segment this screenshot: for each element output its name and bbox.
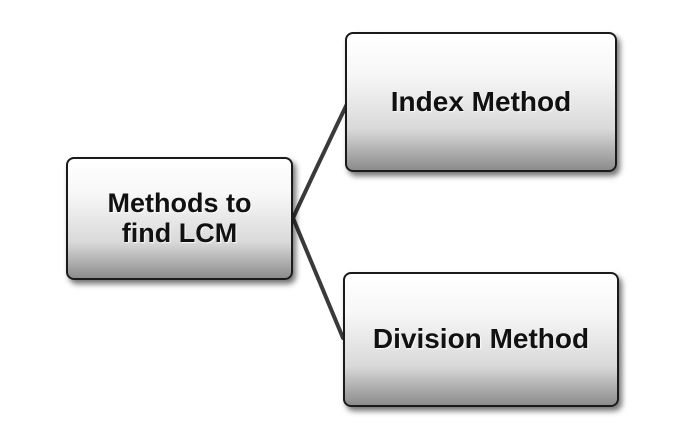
connector-to-index-method: [291, 102, 349, 220]
child-node-label-division-method: Division Method: [372, 323, 590, 355]
root-node-label-line1: Methods to: [107, 188, 252, 219]
root-node-methods-to-find-lcm: Methods to find LCM: [66, 157, 293, 280]
child-node-label-index-method: Index Method: [390, 85, 572, 117]
child-node-division-method: Division Method: [343, 272, 619, 407]
root-node-label: Methods to find LCM: [108, 189, 252, 247]
connector-to-division-method: [291, 216, 345, 340]
child-node-index-method: Index Method: [345, 32, 617, 172]
root-node-label-line2: find LCM: [121, 217, 238, 248]
